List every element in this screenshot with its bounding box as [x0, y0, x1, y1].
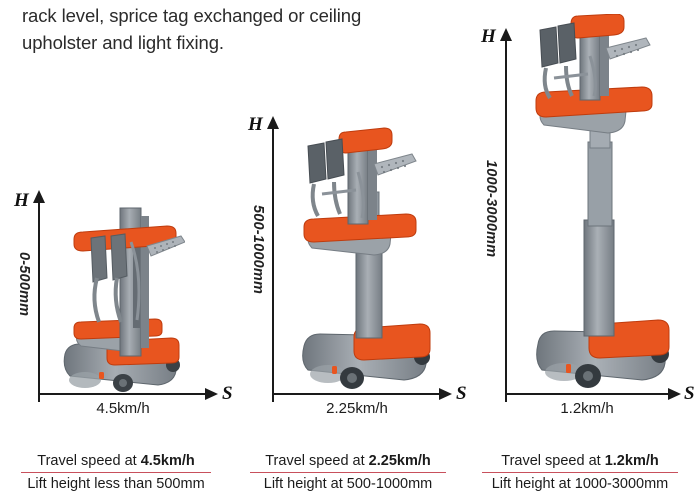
machine-illustration-0 [57, 202, 185, 392]
intro-line-1: rack level, sprice tag exchanged or ceil… [22, 5, 362, 26]
horizontal-axis-label-1: S [456, 383, 467, 404]
caption-divider-0 [21, 471, 211, 473]
horizontal-axis-arrow-1 [439, 388, 452, 400]
caption-top-prefix-1: Travel speed at [265, 452, 369, 469]
intro-line-2: upholster and light fixing. [22, 32, 224, 53]
height-range-label-0: 0-500mm [16, 252, 32, 317]
horizontal-axis-label-2: S [684, 383, 695, 404]
horizontal-axis-2 [505, 393, 671, 395]
caption-top-value-0: 4.5km/h [140, 452, 195, 469]
vertical-axis-0 [38, 202, 40, 394]
figure-panel-lift-500-1000: H 500-1000mm S 2.25km/h [232, 0, 467, 425]
vertical-axis-label-0: H [14, 190, 29, 211]
height-range-label-2: 1000-3000mm [483, 160, 499, 258]
caption-bottom-1: Lift height at 500-1000mm [263, 476, 433, 492]
height-range-label-1: 500-1000mm [250, 205, 266, 295]
caption-block-2: Travel speed at 1.2km/h Lift height at 1… [464, 453, 696, 492]
caption-block-0: Travel speed at 4.5km/h Lift height less… [0, 453, 232, 492]
caption-top-prefix-2: Travel speed at [501, 452, 605, 469]
horizontal-axis-arrow-0 [205, 388, 218, 400]
horizontal-axis-label-0: S [222, 383, 233, 404]
machine-illustration-1 [294, 122, 444, 392]
speed-label-2: 1.2km/h [560, 400, 614, 417]
caption-top-prefix-0: Travel speed at [37, 452, 141, 469]
caption-divider-1 [250, 471, 446, 473]
intro-paragraph: rack level, sprice tag exchanged or ceil… [22, 2, 482, 56]
figure-panel-lift-1000-3000: H 1000-3000mm S 1.2km/h [464, 0, 696, 425]
caption-top-2: Travel speed at 1.2km/h [464, 453, 696, 472]
vertical-axis-arrow-0 [33, 190, 45, 203]
horizontal-axis-0 [38, 393, 208, 395]
vertical-axis-arrow-1 [267, 116, 279, 129]
caption-block-1: Travel speed at 2.25km/h Lift height at … [232, 453, 464, 492]
caption-bottom-0: Lift height less than 500mm [27, 476, 205, 492]
vertical-axis-label-2: H [481, 26, 496, 47]
vertical-axis-2 [505, 40, 507, 394]
caption-top-0: Travel speed at 4.5km/h [0, 453, 232, 472]
vertical-axis-arrow-2 [500, 28, 512, 41]
caption-top-1: Travel speed at 2.25km/h [232, 453, 464, 472]
horizontal-axis-1 [272, 393, 442, 395]
horizontal-axis-arrow-2 [668, 388, 681, 400]
machine-illustration-2 [526, 14, 686, 392]
caption-top-value-1: 2.25km/h [368, 452, 431, 469]
vertical-axis-1 [272, 128, 274, 394]
figure-panel-lift-0-500: H 0-500mm S 4.5km/h [0, 0, 233, 425]
speed-label-0: 4.5km/h [96, 400, 150, 417]
caption-divider-2 [482, 471, 678, 473]
caption-bottom-2: Lift height at 1000-3000mm [491, 476, 669, 492]
vertical-axis-label-1: H [248, 114, 263, 135]
caption-top-value-2: 1.2km/h [604, 452, 659, 469]
speed-label-1: 2.25km/h [326, 400, 388, 417]
